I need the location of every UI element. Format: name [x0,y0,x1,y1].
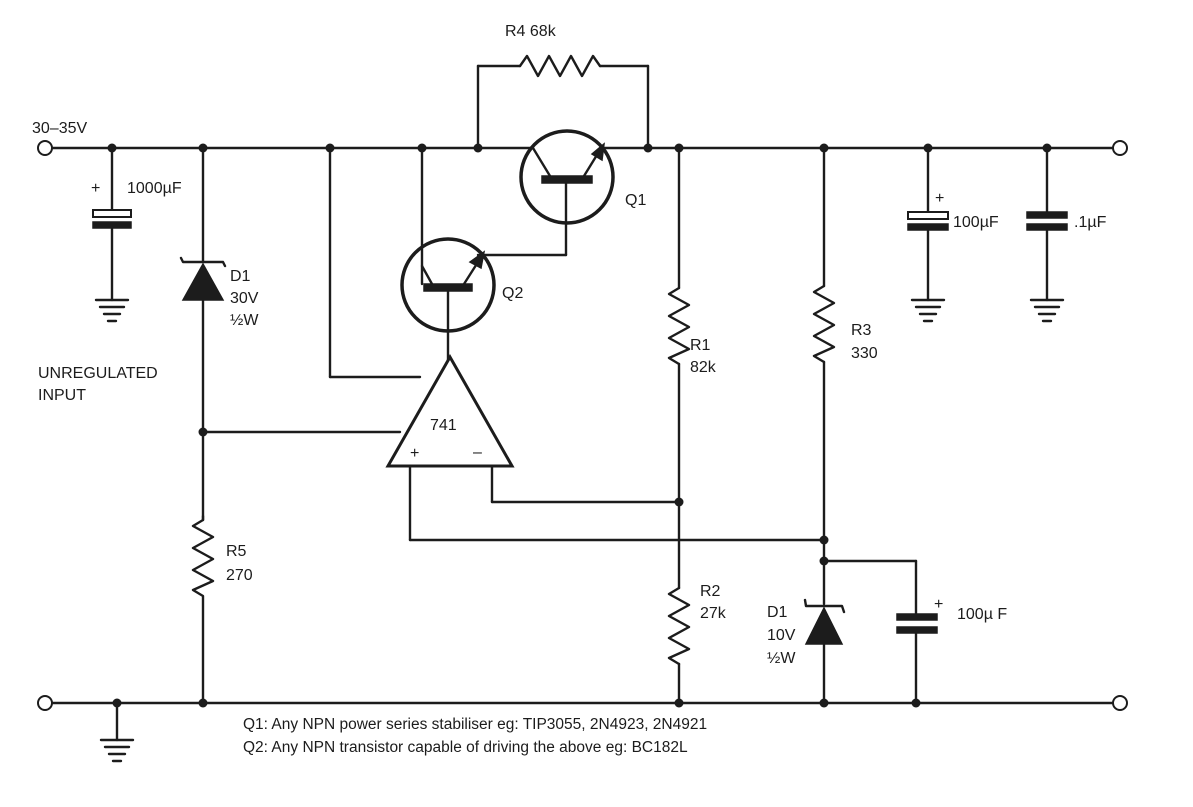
junction-dot [819,698,829,708]
junction-dot [923,143,933,153]
junction-dot [112,698,122,708]
junction-dot [107,143,117,153]
d1-bottom-name: D1 [767,604,788,621]
junction-dot [819,535,829,545]
output-capacitor-100uf [907,146,949,323]
reference-cap-plus: + [934,596,943,613]
zener-d1-30v [179,146,227,522]
junction-dot [417,143,427,153]
resistor-r4 [476,54,650,150]
output-capacitor-01uf [1026,146,1068,323]
d1-top-power: ½W [230,312,259,329]
r1-name: R1 [690,337,711,354]
input-terminal-bottom [37,695,53,711]
opamp-label: 741 [430,417,457,434]
opamp-plus-label: + [410,445,419,462]
resistor-r2 [667,586,691,705]
transistor-q1 [519,129,615,257]
reference-cap-value: 100µ F [957,606,1007,623]
junction-dot [674,497,684,507]
junction-dot [643,143,653,153]
input-cap-plus: + [91,180,100,197]
d1-top-voltage: 30V [230,290,259,307]
resistor-r5 [191,514,215,705]
r2-name: R2 [700,583,721,600]
input-capacitor [92,146,132,302]
junction-dot [911,698,921,708]
r3-name: R3 [851,322,872,339]
output-cap1-value: 100µF [953,214,999,231]
junction-dot [674,698,684,708]
d1-bottom-voltage: 10V [767,627,796,644]
q2-label: Q2 [502,285,523,302]
transistor-q2 [400,146,568,362]
q2-note: Q2: Any NPN transistor capable of drivin… [243,739,688,756]
output-cap2-value: .1µF [1074,214,1107,231]
zener-d1-10v [803,598,846,705]
junction-dot [198,698,208,708]
r1-value: 82k [690,359,717,376]
r5-value: 270 [226,567,253,584]
junction-dots [107,143,1052,708]
junction-dot [819,556,829,566]
input-terminal-top [37,140,53,156]
r5-name: R5 [226,543,247,560]
resistor-r1 [667,146,691,590]
junction-dot [674,143,684,153]
ground-symbol-input-cap [94,298,130,323]
d1-bottom-power: ½W [767,650,796,667]
q1-note: Q1: Any NPN power series stabiliser eg: … [243,716,707,733]
junction-dot [473,143,483,153]
r4-label: R4 68k [505,23,557,40]
opamp-minus-label: – [473,444,482,461]
d1-top-name: D1 [230,268,251,285]
junction-dot [1042,143,1052,153]
r3-value: 330 [851,345,878,362]
unregulated-label-line1: UNREGULATED [38,365,158,382]
opamp-supply-wire [328,146,422,379]
junction-dot [198,427,208,437]
ground-symbol-main [99,701,135,763]
junction-dot [198,143,208,153]
output-terminal-top [1112,140,1128,156]
output-cap1-plus: + [935,190,944,207]
input-cap-value: 1000µF [127,180,182,197]
junction-dot [819,143,829,153]
opamp-741 [385,353,515,542]
input-voltage-label: 30–35V [32,120,87,137]
reference-capacitor [822,559,938,705]
output-terminal-bottom [1112,695,1128,711]
unregulated-label-line2: INPUT [38,387,86,404]
junction-dot [325,143,335,153]
q1-label: Q1 [625,192,646,209]
r2-value: 27k [700,605,727,622]
